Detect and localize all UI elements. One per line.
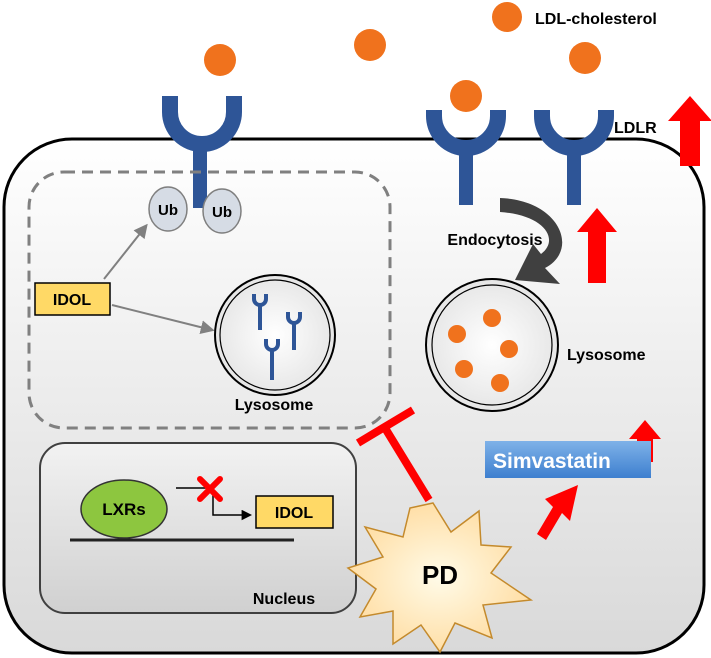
ldlr-receptor [162,96,242,208]
ub-label: Ub [212,204,232,221]
ldl-particle [569,42,601,74]
block-cross-icon [197,476,223,502]
lysosome-right-inner [431,284,553,406]
idol-gene-label: IDOL [275,505,313,522]
endocytosis-arrow [500,198,563,284]
transcription-arrow [176,487,253,521]
endocytosis-up-arrow [577,208,617,283]
degraded-receptor [252,294,268,330]
lysosome-right [425,278,559,412]
ldl-particle [492,2,522,32]
simvastatin-box [485,441,651,478]
lysosome-left-label: Lysosome [235,397,314,414]
idol-to-lysosome-arrow [111,304,215,335]
idol-gene-box [255,495,334,529]
idol-to-ub-arrow [103,223,148,280]
pd-to-simvastatin-arrow [537,485,578,540]
ubiquitin-oval [148,186,188,232]
ub-label: Ub [158,202,178,219]
ldl-in-lysosome [491,374,509,392]
lysosome-left [214,274,336,396]
ldlr-up-arrow [668,96,711,166]
ldl-in-lysosome [448,325,466,343]
degraded-receptor [264,339,280,380]
pd-label: PD [422,560,458,590]
lxrs-oval [80,479,168,539]
idol-compartment [27,170,392,430]
simvastatin-label: Simvastatin [493,450,611,473]
degraded-receptor [286,312,302,350]
ldl-cholesterol-label: LDL-cholesterol [535,11,657,28]
ldl-particle [354,29,386,61]
lxrs-label: LXRs [102,500,145,519]
inhibition-bar [355,406,433,503]
ubiquitin-oval [202,188,242,234]
ldl-in-lysosome [500,340,518,358]
ldl-particle [204,44,236,76]
nucleus-label: Nucleus [253,591,315,608]
lysosome-left-inner [219,279,331,391]
ldlr-receptor [426,110,506,205]
idol-label: IDOL [53,292,91,309]
ldl-in-lysosome [455,360,473,378]
pd-burst [346,502,534,654]
ldl-particle [450,80,482,112]
ldl-in-lysosome [483,309,501,327]
lysosome-right-label: Lysosome [567,347,646,364]
idol-box [34,282,111,316]
endocytosis-label: Endocytosis [447,232,542,249]
ldlr-receptor [534,110,614,205]
ldlr-label: LDLR [614,120,657,137]
